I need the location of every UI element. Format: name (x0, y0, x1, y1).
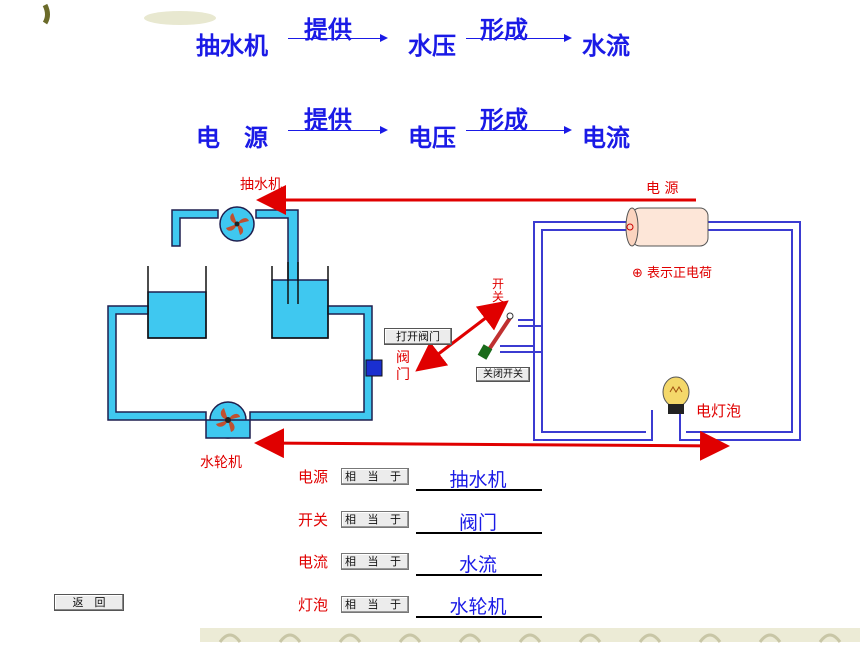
form-label: 形成 (480, 16, 528, 44)
decorative-leaf-top (40, 0, 220, 30)
arrow-right-icon (288, 34, 388, 42)
arrow-right-icon (466, 126, 572, 134)
equivalence-value: 抽水机 (449, 469, 507, 491)
back-button[interactable]: 返 回 (54, 594, 124, 611)
answer-underline (416, 489, 542, 491)
provide-label: 提供 (304, 106, 352, 134)
answer-underline (416, 532, 542, 534)
equivalence-term: 灯泡 (298, 596, 329, 614)
provide-label: 提供 (304, 16, 352, 44)
equivalence-value: 水流 (458, 554, 497, 576)
bulb-label: 电灯泡 (696, 402, 742, 420)
form-label: 形成 (480, 106, 528, 134)
open-valve-button[interactable]: 打开阀门 (384, 328, 452, 345)
answer-underline (416, 616, 542, 618)
arrow-right-icon (466, 34, 572, 42)
switch-to-valve-arrow (415, 300, 509, 372)
valve-icon (365, 359, 383, 377)
equivalence-term: 开关 (298, 511, 329, 529)
battery-icon (625, 207, 709, 247)
pump-fan-icon (226, 213, 249, 235)
light-bulb-icon (662, 376, 690, 414)
close-switch-button[interactable]: 关闭开关 (476, 367, 530, 382)
arrow-right-icon (288, 126, 388, 134)
electric-wires (500, 221, 801, 441)
water-flow-word: 水流 (582, 32, 630, 60)
turbine-label: 水轮机 (200, 455, 242, 471)
analogy-row-water: 抽水机 提供 水压 形成 水流 (0, 10, 860, 60)
current-word: 电流 (582, 124, 630, 152)
pump-word: 抽水机 (196, 32, 268, 60)
equivalence-value: 阀门 (458, 512, 497, 534)
equivalence-term: 电流 (298, 553, 329, 571)
switch-label: 开 关 (492, 277, 505, 304)
analogy-row-electric: 电 源 提供 电压 形成 电流 (0, 96, 860, 152)
turbine-fan-icon (216, 408, 240, 432)
tank-outlines (147, 262, 329, 339)
equivalent-to-button[interactable]: 相 当 于 (341, 511, 409, 528)
equivalent-to-button[interactable]: 相 当 于 (341, 553, 409, 570)
decorative-leaf-border (200, 624, 860, 645)
power-source-label: 电 源 (646, 181, 679, 197)
power-source-word: 电 源 (196, 124, 268, 152)
valve-label: 阀 门 (396, 350, 410, 383)
equivalence-term: 电源 (298, 468, 329, 486)
turbine-to-bulb-arrow (254, 428, 730, 461)
positive-charge-legend: ⊕ 表示正电荷 (632, 266, 713, 281)
voltage-word: 电压 (408, 124, 456, 152)
answer-underline (416, 574, 542, 576)
pump-label: 抽水机 (240, 177, 282, 193)
equivalent-to-button[interactable]: 相 当 于 (341, 468, 409, 485)
equivalent-to-button[interactable]: 相 当 于 (341, 596, 409, 613)
equivalence-value: 水轮机 (449, 596, 507, 618)
water-pressure-word: 水压 (408, 32, 456, 60)
